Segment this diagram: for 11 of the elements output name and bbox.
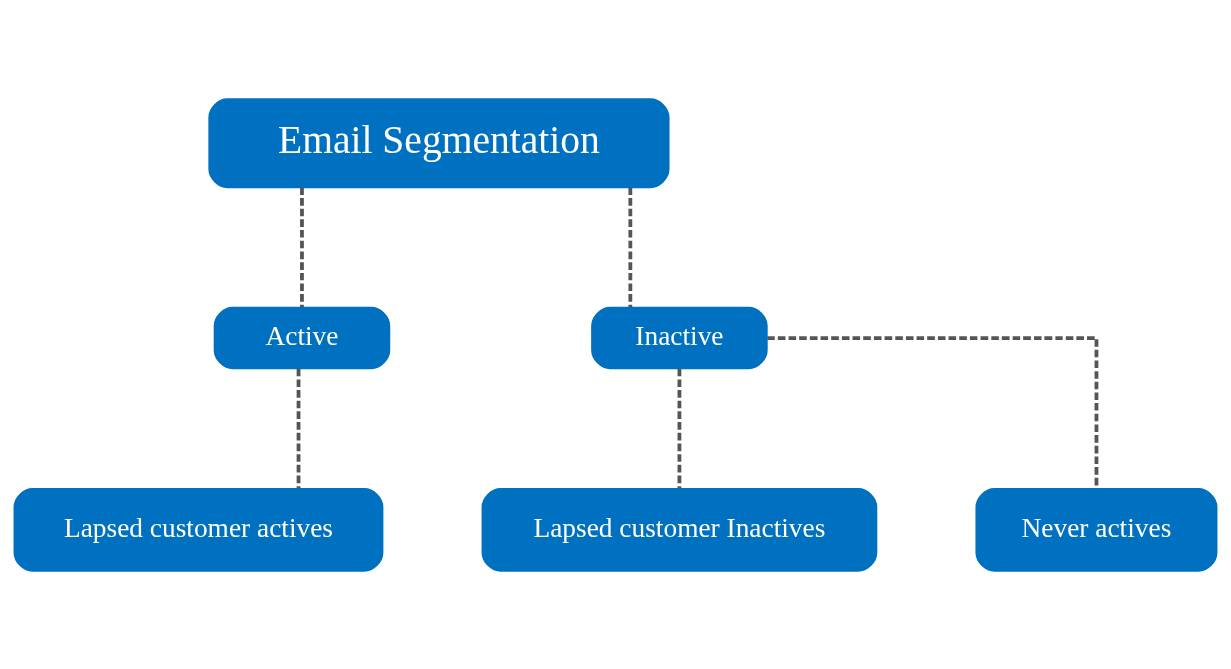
node-box: Never actives — [975, 487, 1218, 572]
connector — [677, 368, 682, 488]
connector — [300, 186, 304, 307]
connector — [767, 335, 1099, 489]
node-box: Email Segmentation — [208, 97, 670, 188]
node-box: Inactive — [591, 306, 768, 369]
node-box: Lapsed customer Inactives — [481, 487, 878, 572]
connector — [628, 186, 633, 307]
connector — [296, 368, 301, 488]
node-box: Lapsed customer actives — [13, 487, 384, 572]
node-box: Active — [213, 306, 391, 369]
